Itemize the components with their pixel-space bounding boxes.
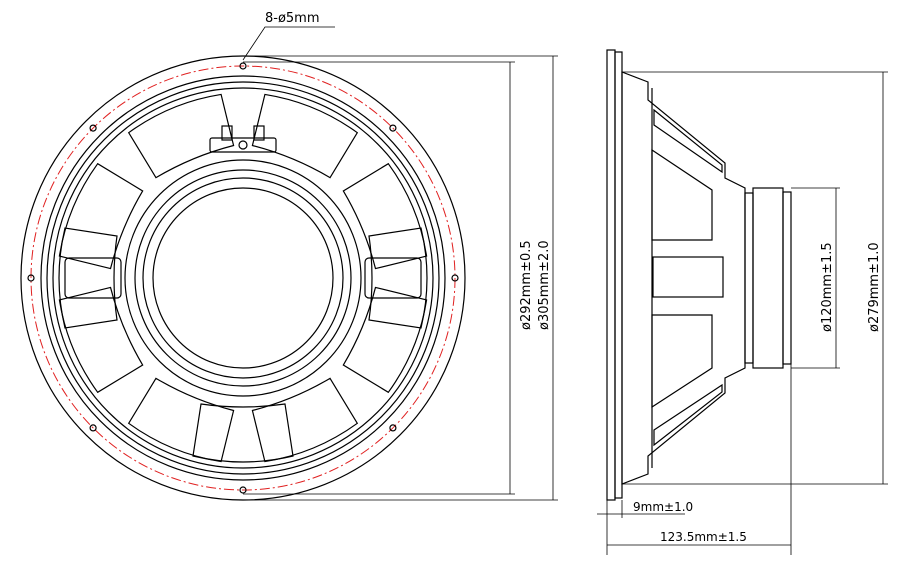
mount-hole: [389, 424, 397, 432]
basket-slot: [342, 286, 428, 394]
basket-window: [192, 403, 294, 463]
basket-slot: [127, 377, 235, 463]
total-depth-label: 123.5mm±1.5: [660, 530, 747, 544]
cone-ring: [134, 169, 352, 387]
mount-hole: [89, 424, 97, 432]
basket-ring: [52, 87, 434, 469]
basket-slot: [342, 162, 428, 270]
basket-diameter-label: ø279mm±1.0: [867, 242, 882, 332]
outer-diameter-label: ø305mm±2.0: [537, 240, 552, 330]
magnet: [752, 187, 784, 369]
cone-ring-outer: [124, 159, 362, 397]
terminal-icon: [209, 125, 277, 153]
basket-slot: [127, 93, 235, 179]
back-plate: [782, 191, 792, 365]
front-view: [20, 55, 466, 501]
basket-slot: [251, 377, 359, 463]
bolt-circle-label: ø292mm±0.5: [519, 240, 534, 330]
gasket-ring: [40, 75, 446, 481]
mount-hole: [89, 124, 97, 132]
mount-hole: [451, 274, 459, 282]
magnet-diameter-label: ø120mm±1.5: [820, 242, 835, 332]
outer-rim: [20, 55, 466, 501]
mount-hole: [27, 274, 35, 282]
mount-hole: [239, 486, 247, 494]
side-dimensions: [597, 71, 888, 555]
basket-side: [621, 71, 746, 485]
flange-gasket: [614, 51, 623, 499]
side-view: [606, 49, 792, 501]
mount-holes-label: 8-ø5mm: [265, 11, 320, 26]
surround-ring: [142, 177, 344, 379]
basket-slot: [58, 286, 144, 394]
bolt-circle: [30, 65, 456, 491]
gasket-ring-inner: [46, 81, 440, 475]
basket-slot: [58, 162, 144, 270]
front-dimensions: [243, 55, 558, 501]
mount-hole: [389, 124, 397, 132]
flange-front: [606, 49, 616, 501]
dust-cap: [152, 187, 334, 369]
basket-window: [58, 227, 122, 329]
basket-window: [364, 227, 428, 329]
mount-hole: [239, 62, 247, 70]
flange-thickness-label: 9mm±1.0: [633, 500, 693, 514]
mount-holes-leader: [242, 26, 335, 61]
